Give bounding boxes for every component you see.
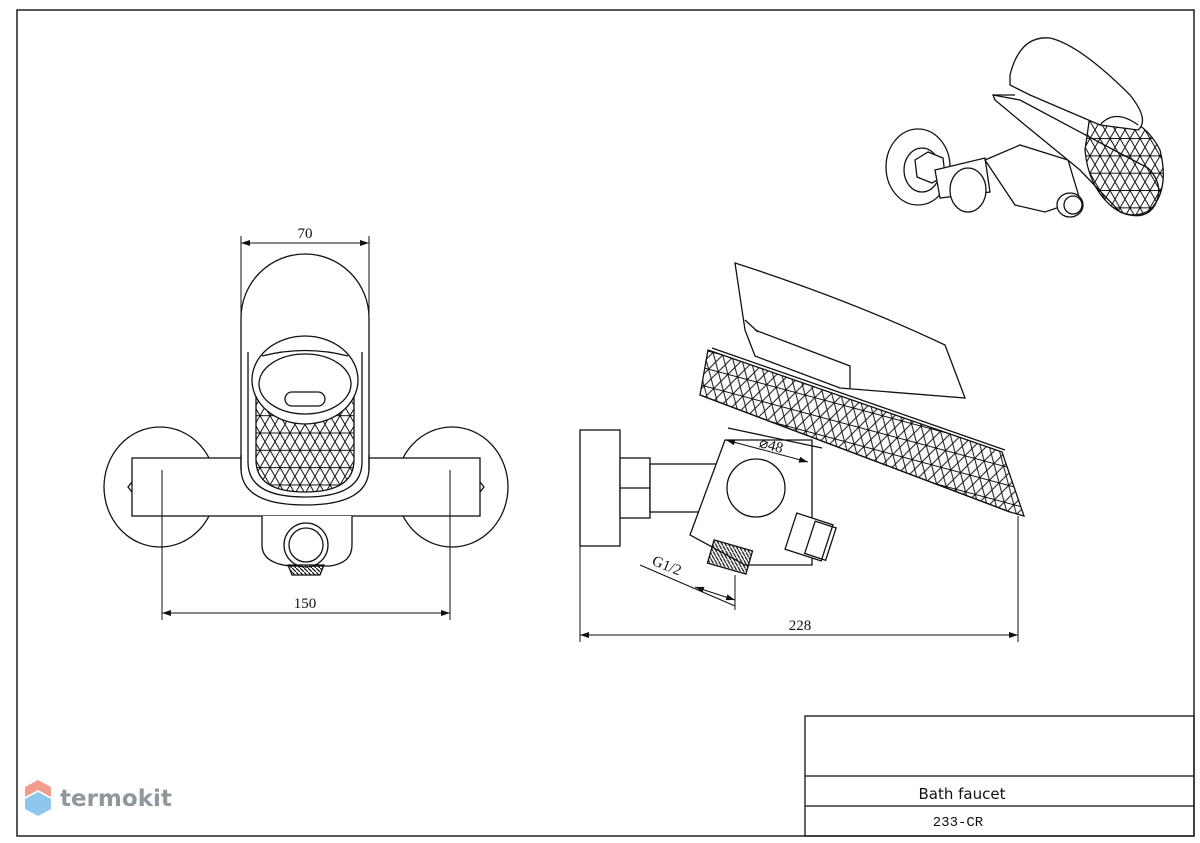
- watermark-text: termokit: [60, 786, 172, 812]
- logo-hexagon-top: [25, 780, 51, 797]
- side-spout-plate: [699, 349, 1026, 517]
- title-block-code: 233-CR: [933, 815, 984, 831]
- termokit-logo: [25, 780, 51, 816]
- dim-228-label: 228: [789, 618, 812, 634]
- iso-knob: [949, 167, 987, 213]
- dim-diameter-label: ⌀48: [757, 435, 784, 457]
- side-diverter: [784, 512, 834, 562]
- iso-lever: [1009, 37, 1144, 131]
- logo-hexagon-bottom: [25, 792, 51, 816]
- outlet-thread: [287, 564, 325, 576]
- sheet-border: [16, 9, 1195, 837]
- front-dimensions: [161, 236, 451, 620]
- side-thread: [706, 539, 754, 575]
- dim-150-label: 150: [294, 596, 317, 612]
- front-view: [103, 253, 509, 576]
- side-knob: [726, 458, 786, 518]
- lever-slot: [284, 391, 326, 407]
- outlet-knob: [283, 522, 329, 568]
- side-view: [579, 262, 1026, 575]
- side-lever-blade: [734, 262, 966, 399]
- isometric-view: [885, 37, 1164, 218]
- iso-diverter: [1056, 192, 1084, 218]
- side-dimensions: [579, 439, 1019, 642]
- dim-thread-label: G1/2: [650, 553, 684, 579]
- title-block: [804, 715, 1195, 837]
- lever-cap: [251, 335, 359, 425]
- side-flange: [579, 429, 621, 547]
- dim-70-label: 70: [298, 226, 313, 242]
- title-block-name: Bath faucet: [919, 785, 1006, 803]
